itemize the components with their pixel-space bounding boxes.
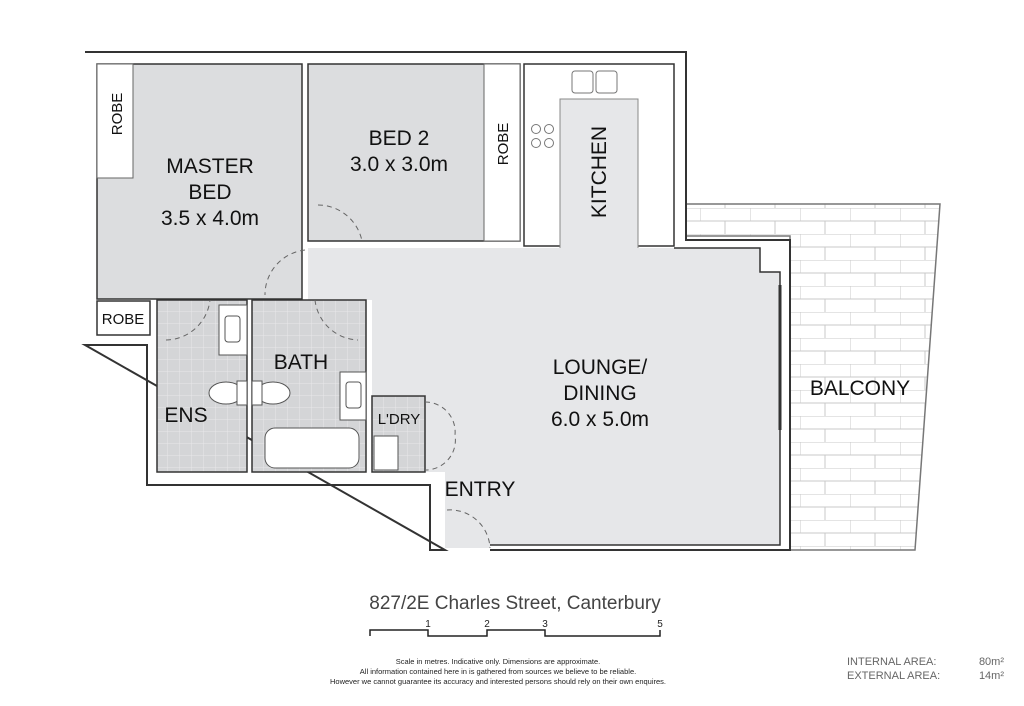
robe-label: ROBE — [495, 123, 512, 166]
robe-label: ROBE — [109, 93, 126, 136]
ens-label: ENS — [164, 404, 207, 427]
address-title: 827/2E Charles Street, Canterbury — [369, 593, 661, 614]
disclaimer-line: All information contained here in is gat… — [360, 667, 636, 676]
master-bed-label: MASTER — [166, 155, 254, 178]
disclaimer-line: However we cannot guarantee its accuracy… — [330, 677, 666, 686]
disclaimer-line: Scale in metres. Indicative only. Dimens… — [396, 657, 601, 666]
bed2-label: BED 2 — [369, 127, 430, 150]
door-swings — [165, 204, 491, 549]
external-area-value: 14m² — [979, 670, 1004, 682]
master-bed-label-2: BED — [188, 181, 231, 204]
bath-basin-icon — [345, 381, 362, 409]
scale-tick: 5 — [657, 619, 663, 630]
washer-icon — [373, 435, 399, 471]
kitchen-floor — [559, 98, 639, 250]
internal-area-label: INTERNAL AREA: — [847, 656, 936, 668]
master-bed-size: 3.5 x 4.0m — [161, 207, 259, 230]
balcony-label: BALCONY — [810, 377, 910, 400]
entry-label: ENTRY — [445, 478, 516, 501]
bed2-size: 3.0 x 3.0m — [350, 153, 448, 176]
lounge-dining-room — [308, 248, 780, 548]
bed2-robe — [483, 63, 521, 242]
external-area-label: EXTERNAL AREA: — [847, 670, 940, 682]
master-robe-top — [96, 63, 134, 179]
ens-basin-icon — [224, 315, 241, 343]
scale-tick: 1 — [425, 619, 431, 630]
scale-tick: 2 — [484, 619, 490, 630]
scale-tick: 3 — [542, 619, 548, 630]
sink-icon-2 — [595, 70, 618, 94]
robe-label: ROBE — [102, 311, 145, 328]
scale-bar — [369, 629, 661, 637]
internal-area-value: 80m² — [979, 656, 1004, 668]
master-robe-bottom — [96, 300, 151, 336]
lounge-label: LOUNGE/ — [553, 356, 648, 379]
cooktop-icon — [531, 124, 554, 148]
bath-label: BATH — [274, 351, 328, 374]
sink-icon — [571, 70, 594, 94]
laundry-label: L'DRY — [378, 411, 421, 428]
lounge-label-2: DINING — [563, 382, 637, 405]
bathtub-icon — [264, 427, 360, 469]
kitchen-label: KITCHEN — [588, 126, 611, 218]
lounge-size: 6.0 x 5.0m — [551, 408, 649, 431]
